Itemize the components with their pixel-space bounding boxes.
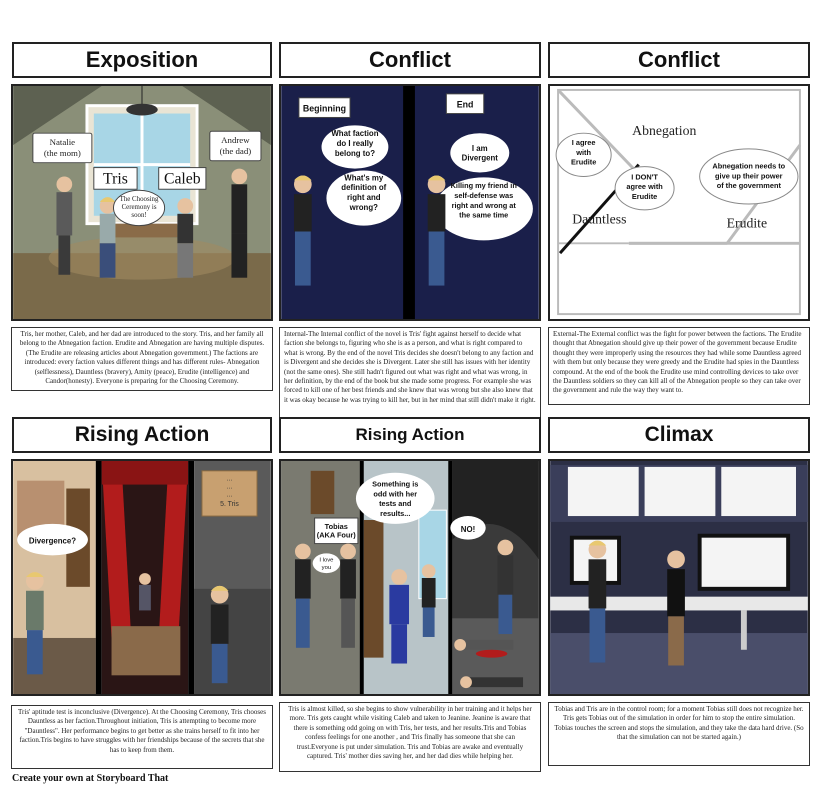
caleb-label: Caleb <box>164 170 201 187</box>
natalie-figure <box>56 176 73 275</box>
fallen-figures <box>454 638 524 689</box>
tris-ceremony-figure <box>139 573 151 611</box>
cell-5-title: Rising Action <box>279 417 541 453</box>
mother-figure <box>497 539 514 635</box>
natalie-label: Natalie(the mom) <box>44 137 81 158</box>
cell-6-caption: Tobias and Tris are in the control room;… <box>548 702 810 766</box>
exposition-scene: Natalie(the mom) Andrew(the dad) Tris Ca… <box>11 84 273 321</box>
tris-board-figure <box>210 585 229 684</box>
board-text: .........5. Tris <box>220 476 239 509</box>
cell-1-title: Exposition <box>12 42 272 78</box>
tris-tobias-figures <box>294 543 356 648</box>
cell-1-caption: Tris, her mother, Caleb, and her dad are… <box>11 327 273 391</box>
cell-5-caption: Tris is almost killed, so she begins to … <box>279 702 541 772</box>
tris-climax-figure <box>588 540 607 663</box>
tris-test-figure <box>25 572 44 675</box>
jeanine-figure <box>389 569 410 664</box>
cell-2-title: Conflict <box>279 42 541 78</box>
cell-3-caption: External-The External conflict was the f… <box>548 327 810 405</box>
tris-end-figure <box>427 175 446 286</box>
footer-credit[interactable]: Create your own at Storyboard That <box>12 773 169 784</box>
tris-beginning-figure <box>293 175 312 286</box>
cell-6-title: Climax <box>548 417 810 453</box>
tris-cave-figure <box>421 564 436 637</box>
cell-3-title: Conflict <box>548 42 810 78</box>
abnegation-word: Abnegation <box>632 123 696 138</box>
tobias-label: Tobias(AKA Four) <box>317 522 357 540</box>
dauntless-word: Dauntless <box>572 212 626 227</box>
erudite-word: Erudite <box>727 216 767 231</box>
rising-action-1-scene: .........5. Tris Divergence? <box>11 459 273 696</box>
tobias-climax-figure <box>667 550 685 666</box>
divergence-bubble: Divergence? <box>29 537 76 546</box>
tris-label: Tris <box>103 170 128 187</box>
cell-4-title: Rising Action <box>12 417 272 453</box>
andrew-figure <box>231 168 248 278</box>
no-bubble: NO! <box>461 525 475 534</box>
caleb-figure <box>177 198 194 278</box>
cell-2-caption: Internal-The Internal conflict of the no… <box>279 327 541 423</box>
end-label: End <box>457 100 474 110</box>
climax-scene <box>548 459 810 696</box>
andrew-label: Andrew(the dad) <box>220 135 252 156</box>
tris-figure <box>99 197 116 278</box>
beginning-label: Beginning <box>303 104 346 114</box>
cell-4-caption: Tris' aptitude test is inconclusive (Div… <box>11 705 273 769</box>
